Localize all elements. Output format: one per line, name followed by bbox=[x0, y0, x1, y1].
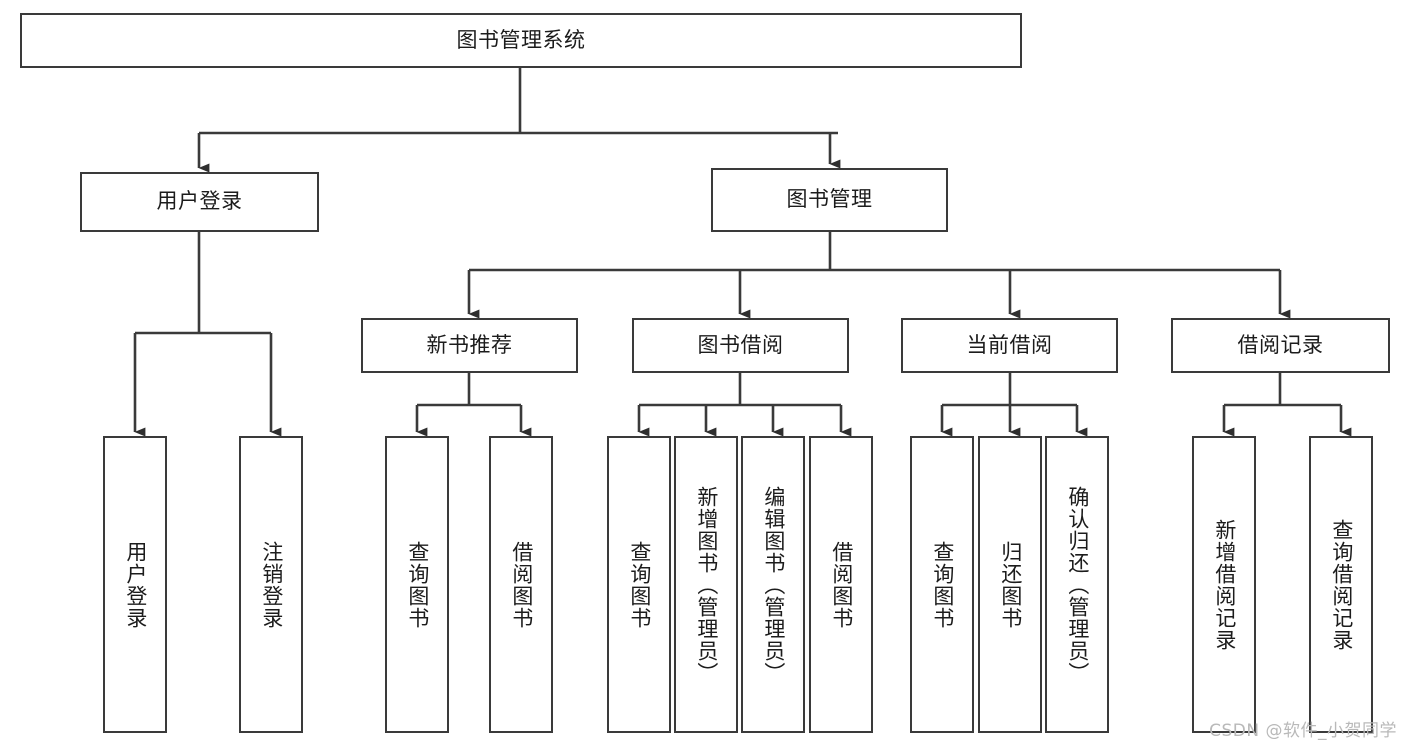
node-label: 用户登录 bbox=[156, 189, 243, 214]
node-label: 图书管理系统 bbox=[456, 27, 586, 52]
leaf-recommend-query-book[interactable]: 查询图书 bbox=[385, 436, 449, 733]
node-label: 用户登录 bbox=[123, 540, 148, 629]
node-label: 图书管理 bbox=[786, 187, 873, 212]
leaf-borrow-query-book[interactable]: 查询图书 bbox=[607, 436, 671, 733]
node-label: 查询图书 bbox=[405, 540, 430, 629]
node-label: 编辑图书（管理员） bbox=[761, 485, 786, 684]
leaf-borrow-edit-book-admin[interactable]: 编辑图书（管理员） bbox=[741, 436, 805, 733]
leaf-borrow-add-book-admin[interactable]: 新增图书（管理员） bbox=[674, 436, 738, 733]
leaf-current-query-book[interactable]: 查询图书 bbox=[910, 436, 974, 733]
node-label: 归还图书 bbox=[998, 540, 1023, 629]
node-label: 注销登录 bbox=[259, 540, 284, 629]
leaf-record-add-record[interactable]: 新增借阅记录 bbox=[1192, 436, 1256, 733]
node-label: 新书推荐 bbox=[426, 332, 513, 357]
node-label: 新增图书（管理员） bbox=[694, 485, 719, 684]
node-borrow-record[interactable]: 借阅记录 bbox=[1171, 318, 1390, 373]
leaf-current-return-book[interactable]: 归还图书 bbox=[978, 436, 1042, 733]
node-label: 当前借阅 bbox=[966, 332, 1053, 357]
node-label: 查询借阅记录 bbox=[1329, 518, 1354, 651]
node-label: 确认归还（管理员） bbox=[1065, 485, 1090, 684]
node-book-borrow[interactable]: 图书借阅 bbox=[632, 318, 849, 373]
node-label: 借阅记录 bbox=[1237, 332, 1324, 357]
node-label: 借阅图书 bbox=[509, 540, 534, 629]
node-label: 查询图书 bbox=[627, 540, 652, 629]
leaf-user-login-login[interactable]: 用户登录 bbox=[103, 436, 167, 733]
node-label: 图书借阅 bbox=[697, 332, 784, 357]
leaf-record-query-record[interactable]: 查询借阅记录 bbox=[1309, 436, 1373, 733]
leaf-recommend-borrow-book[interactable]: 借阅图书 bbox=[489, 436, 553, 733]
leaf-borrow-borrow-book[interactable]: 借阅图书 bbox=[809, 436, 873, 733]
leaf-user-login-logout[interactable]: 注销登录 bbox=[239, 436, 303, 733]
node-root-system[interactable]: 图书管理系统 bbox=[20, 13, 1022, 68]
node-new-book-recommend[interactable]: 新书推荐 bbox=[361, 318, 578, 373]
node-current-borrow[interactable]: 当前借阅 bbox=[901, 318, 1118, 373]
node-label: 借阅图书 bbox=[829, 540, 854, 629]
csdn-watermark: CSDN @软件_小贺同学 bbox=[1209, 721, 1397, 741]
node-label: 查询图书 bbox=[930, 540, 955, 629]
node-user-login[interactable]: 用户登录 bbox=[80, 172, 319, 232]
node-label: 新增借阅记录 bbox=[1212, 518, 1237, 651]
leaf-current-confirm-return-admin[interactable]: 确认归还（管理员） bbox=[1045, 436, 1109, 733]
node-book-management[interactable]: 图书管理 bbox=[711, 168, 948, 232]
